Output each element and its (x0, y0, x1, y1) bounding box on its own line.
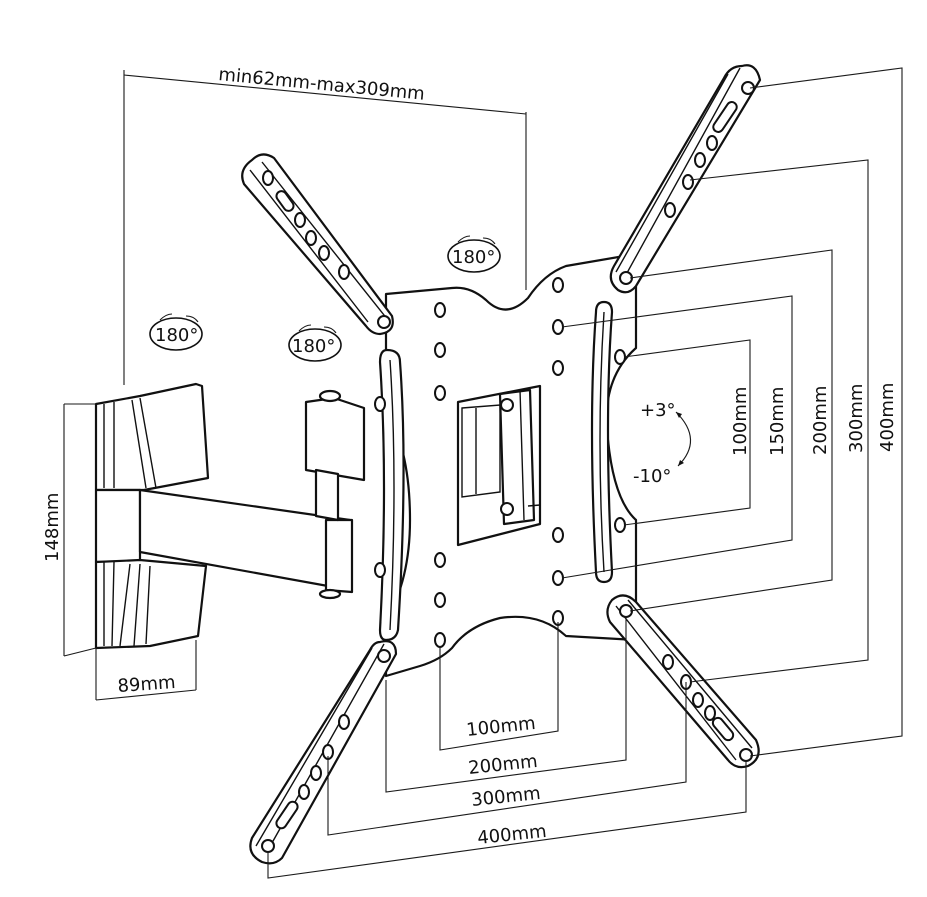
rotation-badge-arm-label: 180° (292, 336, 335, 357)
vesa-h-300: 300mm (470, 783, 541, 811)
rotation-badge-plate-label: 180° (452, 247, 495, 268)
wall-plate-height-label: 148mm (42, 493, 63, 562)
wall-plate-width-label: 89mm (117, 672, 176, 697)
vesa-v-200: 200mm (810, 386, 831, 455)
wall-plate (94, 382, 210, 650)
vesa-plate (374, 252, 638, 678)
vesa-horizontal-dimensions: 100mm 200mm 300mm 400mm (267, 616, 747, 879)
rotation-badge-arm: 180° (288, 324, 342, 362)
bracket-top-left (241, 153, 394, 336)
vesa-h-200: 200mm (467, 751, 538, 779)
vesa-h-100: 100mm (465, 713, 536, 741)
tilt-up-label: +3° (640, 400, 676, 421)
tilt-down-label: -10° (633, 466, 671, 487)
swing-arm (138, 389, 366, 600)
wall-plate-dimensions: 148mm 89mm (42, 403, 197, 701)
tilt-indicator: +3° -10° (633, 400, 691, 487)
vesa-v-300: 300mm (846, 384, 867, 453)
vesa-h-400: 400mm (476, 821, 547, 849)
rotation-badge-plate: 180° (447, 235, 501, 273)
extension-label: min62mm-max309mm (218, 64, 426, 105)
bracket-bottom-left (249, 640, 398, 865)
vesa-v-150: 150mm (767, 387, 788, 456)
bracket-bottom-right (606, 594, 760, 769)
vesa-vertical-dimensions: 100mm 150mm 200mm 300mm 400mm (561, 67, 903, 757)
bracket-top-right (609, 64, 762, 294)
vesa-v-100: 100mm (730, 387, 751, 456)
vesa-v-400: 400mm (877, 383, 898, 452)
rotation-badge-wall-label: 180° (155, 325, 198, 346)
rotation-badge-wall: 180° (149, 313, 203, 351)
